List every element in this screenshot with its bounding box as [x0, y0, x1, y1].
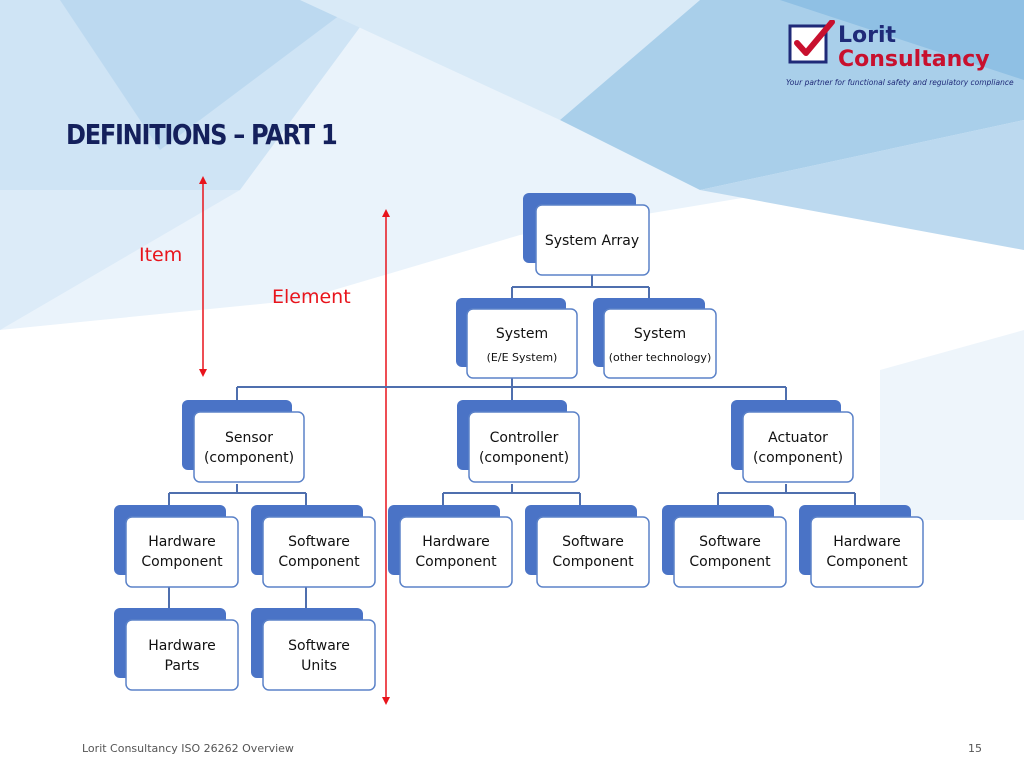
node-system-other: System (other technology)	[593, 298, 717, 379]
node-sw-units-label: Software	[288, 638, 350, 654]
node-actuator-hw-label: Hardware	[833, 534, 901, 550]
node-controller-label: Controller	[490, 430, 559, 446]
node-controller-sw-label: Software	[562, 534, 624, 550]
logo-tagline: Your partner for functional safety and r…	[786, 78, 1014, 87]
item-label: Item	[139, 244, 183, 266]
company-logo: Lorit Consultancy Your partner for funct…	[786, 20, 1014, 90]
node-sensor-sublabel: (component)	[204, 450, 294, 466]
node-sensor-software-component: Software Component	[251, 505, 376, 588]
node-actuator-hw-sublabel: Component	[826, 554, 908, 570]
node-sensor: Sensor (component)	[182, 400, 305, 483]
node-software-units: Software Units	[251, 608, 376, 691]
element-label: Element	[272, 286, 351, 308]
node-controller-hw-sublabel: Component	[415, 554, 497, 570]
node-actuator: Actuator (component)	[731, 400, 854, 483]
node-system-array: System Array	[523, 193, 650, 276]
node-system-array-label: System Array	[545, 233, 639, 249]
node-controller-hardware-component: Hardware Component	[388, 505, 513, 588]
node-controller-sublabel: (component)	[479, 450, 569, 466]
node-system-ee-label: System	[496, 326, 548, 342]
node-sensor-sw-label: Software	[288, 534, 350, 550]
node-actuator-hardware-component: Hardware Component	[799, 505, 924, 588]
node-system-other-sublabel: (other technology)	[609, 351, 711, 364]
node-sensor-sw-sublabel: Component	[278, 554, 360, 570]
node-sensor-label: Sensor	[225, 430, 273, 446]
node-hw-parts-sublabel: Parts	[165, 658, 200, 674]
slide-title: DEFINITIONS – PART 1	[66, 118, 338, 151]
node-controller: Controller (component)	[457, 400, 580, 483]
node-actuator-sw-sublabel: Component	[689, 554, 771, 570]
node-actuator-sublabel: (component)	[753, 450, 843, 466]
node-hardware-parts: Hardware Parts	[114, 608, 239, 691]
node-actuator-software-component: Software Component	[662, 505, 787, 588]
node-actuator-sw-label: Software	[699, 534, 761, 550]
node-controller-hw-label: Hardware	[422, 534, 490, 550]
node-system-other-label: System	[634, 326, 686, 342]
node-sw-units-sublabel: Units	[301, 658, 337, 674]
node-system-ee: System (E/E System)	[456, 298, 578, 379]
logo-text-consultancy: Consultancy	[838, 47, 990, 72]
page-number: 15	[968, 742, 982, 755]
node-system-ee-sublabel: (E/E System)	[487, 351, 558, 364]
node-controller-sw-sublabel: Component	[552, 554, 634, 570]
checkmark-logo-icon	[788, 20, 835, 64]
node-controller-software-component: Software Component	[525, 505, 650, 588]
node-sensor-hw-label: Hardware	[148, 534, 216, 550]
node-sensor-hw-sublabel: Component	[141, 554, 223, 570]
node-hw-parts-label: Hardware	[148, 638, 216, 654]
node-actuator-label: Actuator	[768, 430, 828, 446]
footer-text: Lorit Consultancy ISO 26262 Overview	[82, 742, 294, 755]
logo-text-lorit: Lorit	[838, 23, 897, 48]
node-sensor-hardware-component: Hardware Component	[114, 505, 239, 588]
